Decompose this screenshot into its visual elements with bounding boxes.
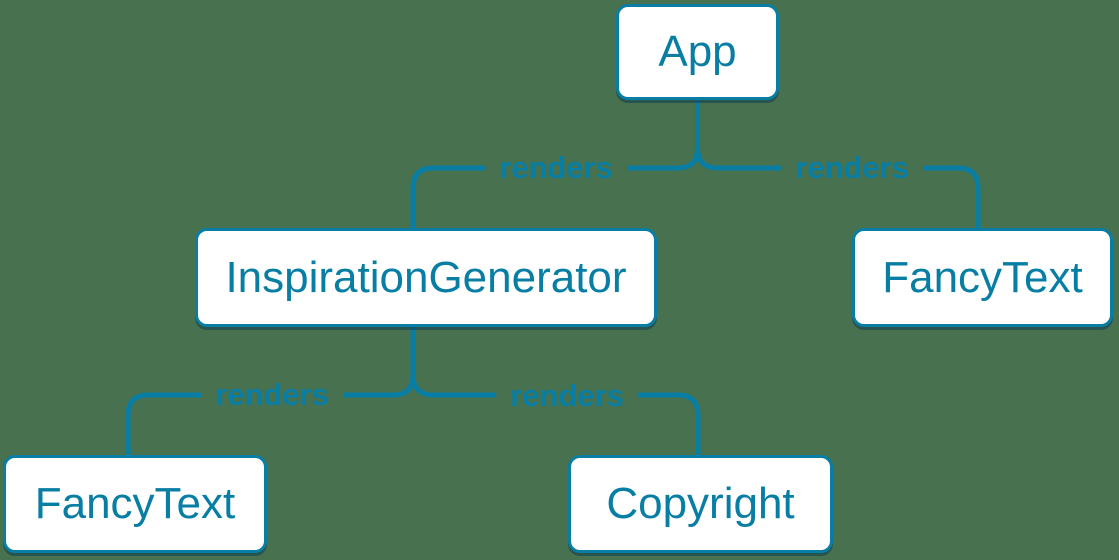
node-fancy-text-top-right: FancyText	[852, 228, 1113, 327]
node-inspiration-generator: InspirationGenerator	[195, 228, 657, 327]
edge-label-renders-app-fancy-text: renders	[781, 148, 923, 188]
node-copyright: Copyright	[568, 455, 833, 553]
node-fancy-text-bottom-left: FancyText	[3, 455, 267, 553]
node-app: App	[616, 4, 779, 100]
edge-label-renders-inspiration-generator-fancy-text: renders	[201, 375, 343, 415]
edge-label-renders-inspiration-generator-copyright: renders	[496, 376, 638, 416]
edge-label-renders-app-inspiration-generator: renders	[485, 148, 627, 188]
